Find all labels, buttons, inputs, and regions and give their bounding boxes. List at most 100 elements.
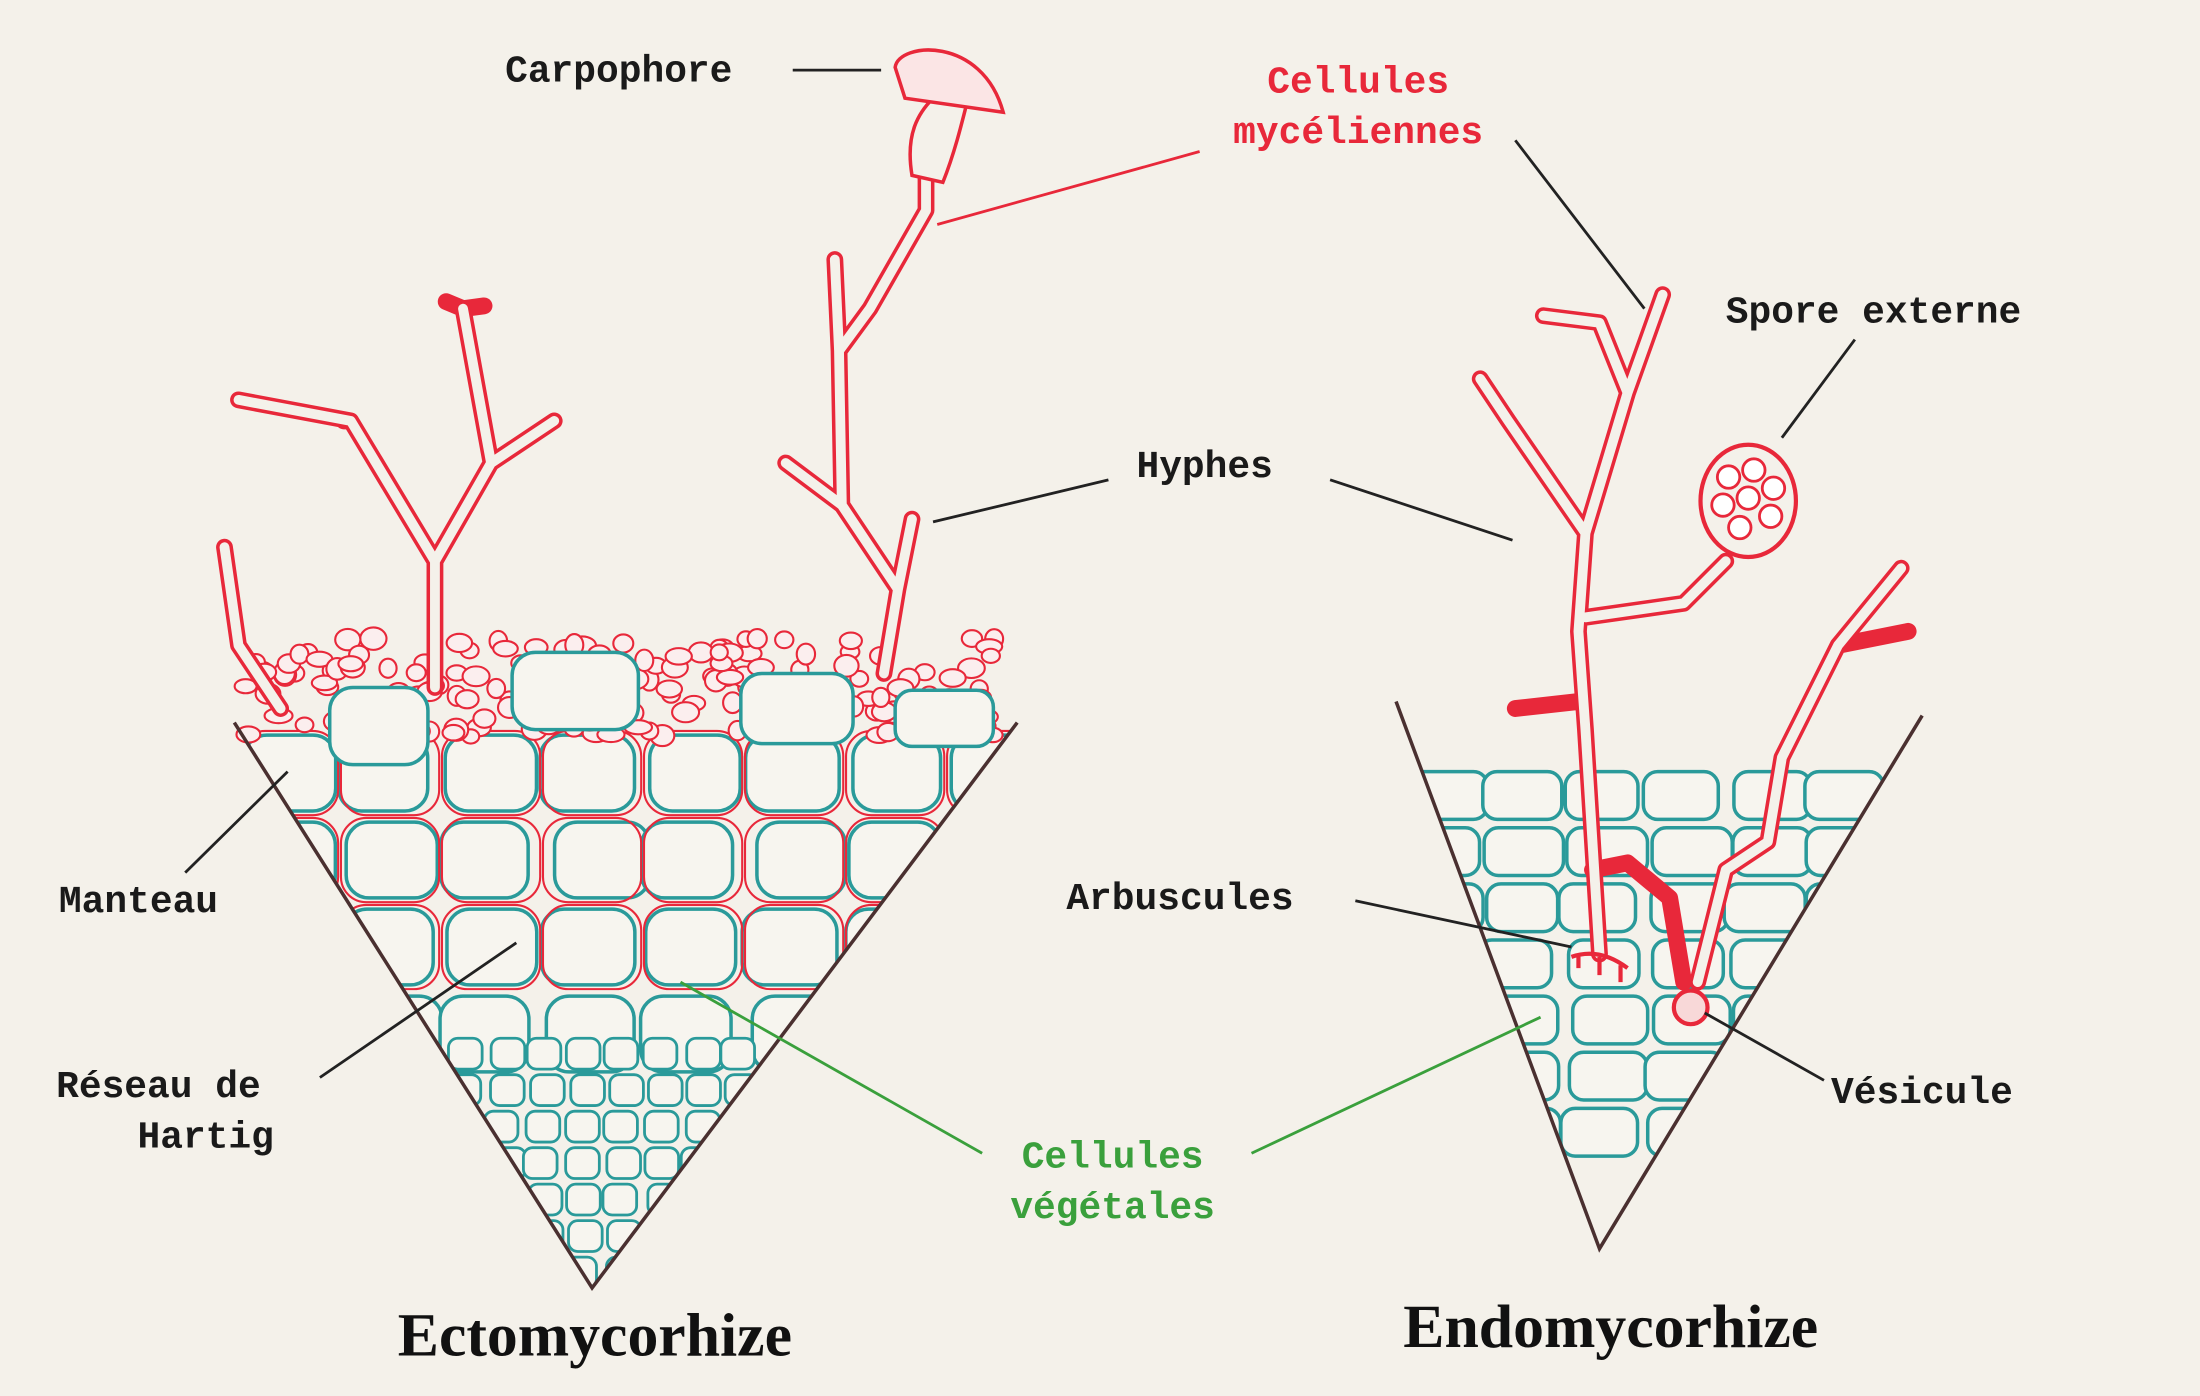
plant-cell bbox=[725, 1219, 762, 1253]
plant-cell bbox=[489, 1182, 527, 1217]
mantle-cell bbox=[461, 665, 491, 688]
plant-cell bbox=[529, 1073, 566, 1107]
plant-cell bbox=[1401, 994, 1485, 1046]
plant-cell bbox=[952, 820, 1018, 900]
mantle-cell bbox=[612, 633, 635, 654]
plant-cell bbox=[681, 1219, 718, 1253]
mantle-cell bbox=[337, 655, 365, 673]
label-vesicule: Vésicule bbox=[1831, 1072, 2013, 1115]
plant-cell bbox=[602, 1036, 640, 1071]
mantle-cell bbox=[795, 642, 817, 666]
plant-cell bbox=[605, 1146, 642, 1180]
mantle-cell bbox=[634, 648, 655, 673]
plant-cell bbox=[526, 1182, 564, 1217]
plant-cell bbox=[641, 1036, 679, 1071]
plant-cell bbox=[521, 1146, 559, 1180]
plant-cell bbox=[647, 1073, 684, 1107]
plant-cell bbox=[740, 907, 839, 987]
mantle-cell bbox=[664, 647, 693, 666]
plant-cell bbox=[1732, 1106, 1812, 1158]
mantle-cell bbox=[687, 641, 715, 664]
mantle-cell bbox=[405, 663, 427, 683]
label-hartig: Hartig bbox=[138, 1117, 274, 1160]
plant-cell bbox=[1730, 1050, 1807, 1102]
plant-cell bbox=[755, 820, 848, 900]
mantle-cell bbox=[938, 668, 967, 688]
plant-cell bbox=[743, 733, 841, 813]
plant-cell bbox=[643, 1109, 680, 1144]
plant-cell bbox=[565, 1182, 602, 1217]
plant-cell bbox=[856, 994, 950, 1074]
plant-cell bbox=[1729, 938, 1806, 990]
mantle-cell bbox=[655, 679, 684, 699]
plant-cell bbox=[510, 650, 641, 732]
plant-cell bbox=[347, 994, 444, 1074]
plant-cell bbox=[1397, 826, 1482, 878]
plant-cell bbox=[1482, 826, 1566, 878]
plant-cell bbox=[724, 1109, 762, 1144]
plant-cell bbox=[647, 1219, 684, 1253]
plant-cell bbox=[719, 1255, 757, 1288]
plant-cell bbox=[1396, 938, 1476, 990]
hartig-net-segment bbox=[238, 903, 340, 991]
plant-cell bbox=[236, 907, 336, 987]
ectomycorrhiza-figure bbox=[216, 48, 1019, 1292]
hartig-net-segment bbox=[946, 903, 1018, 991]
hartig-net-segment bbox=[541, 816, 643, 904]
ecto-plant-cells bbox=[236, 729, 1018, 1288]
plant-cell bbox=[685, 1036, 722, 1071]
mantle-cell bbox=[486, 677, 507, 700]
plant-cell bbox=[1484, 882, 1560, 934]
label-cellules-myceliennes-2: mycéliennes bbox=[1233, 112, 1483, 155]
label-manteau: Manteau bbox=[59, 881, 218, 924]
plant-cell bbox=[1888, 1106, 1923, 1158]
plant-cell bbox=[489, 1073, 526, 1107]
plant-cell bbox=[1896, 826, 1923, 878]
hartig-net-segment bbox=[339, 816, 441, 904]
plant-cell bbox=[1567, 1050, 1650, 1102]
plant-cell bbox=[601, 1182, 639, 1217]
plant-cell bbox=[1406, 769, 1490, 822]
plant-cell bbox=[539, 907, 637, 987]
mantle-cell bbox=[746, 627, 768, 650]
hartig-net-segment bbox=[743, 816, 845, 904]
plant-cell bbox=[1804, 826, 1884, 878]
mantle-cell bbox=[445, 632, 474, 654]
mantle-cell bbox=[294, 716, 315, 734]
plant-cell bbox=[893, 688, 996, 749]
mantle-cell bbox=[980, 647, 1001, 664]
plant-cell bbox=[1892, 938, 1923, 990]
plant-cell bbox=[1559, 1106, 1640, 1158]
label-cellules-vegetales-1: Cellules bbox=[1022, 1136, 1204, 1179]
plant-cell bbox=[489, 1036, 527, 1071]
mantle-cell bbox=[838, 631, 863, 651]
label-arbuscules: Arbuscules bbox=[1066, 878, 1293, 921]
plant-cell bbox=[686, 1182, 724, 1217]
plant-cell bbox=[726, 1146, 764, 1180]
hartig-net-segment bbox=[642, 729, 744, 817]
mantle-cell bbox=[671, 701, 701, 724]
ecto-fungal-mantle bbox=[233, 626, 1005, 767]
hartig-net-segment bbox=[541, 903, 643, 991]
plant-cell bbox=[1396, 1106, 1478, 1158]
plant-cell bbox=[643, 1146, 680, 1180]
plant-cell bbox=[643, 907, 738, 987]
plant-cell bbox=[608, 1073, 645, 1107]
plant-cell bbox=[739, 671, 855, 746]
mantle-cell bbox=[774, 630, 795, 650]
mantle-cell bbox=[441, 723, 466, 742]
hartig-net-segment bbox=[946, 816, 1018, 904]
plant-cell bbox=[1806, 1106, 1881, 1158]
plant-cell bbox=[844, 907, 943, 987]
plant-cell bbox=[538, 733, 637, 813]
plant-cell bbox=[564, 1146, 601, 1180]
plant-cell bbox=[1570, 994, 1650, 1046]
plant-cell bbox=[524, 1109, 562, 1144]
arbuscules bbox=[1570, 951, 1629, 983]
title-endomycorhize: Endomycorhize bbox=[1403, 1293, 1818, 1361]
plant-cell bbox=[443, 733, 539, 813]
hartig-net-segment bbox=[440, 816, 542, 904]
plant-cell bbox=[561, 1255, 598, 1288]
hartig-net-segment bbox=[642, 816, 744, 904]
plant-cell bbox=[1563, 769, 1640, 822]
